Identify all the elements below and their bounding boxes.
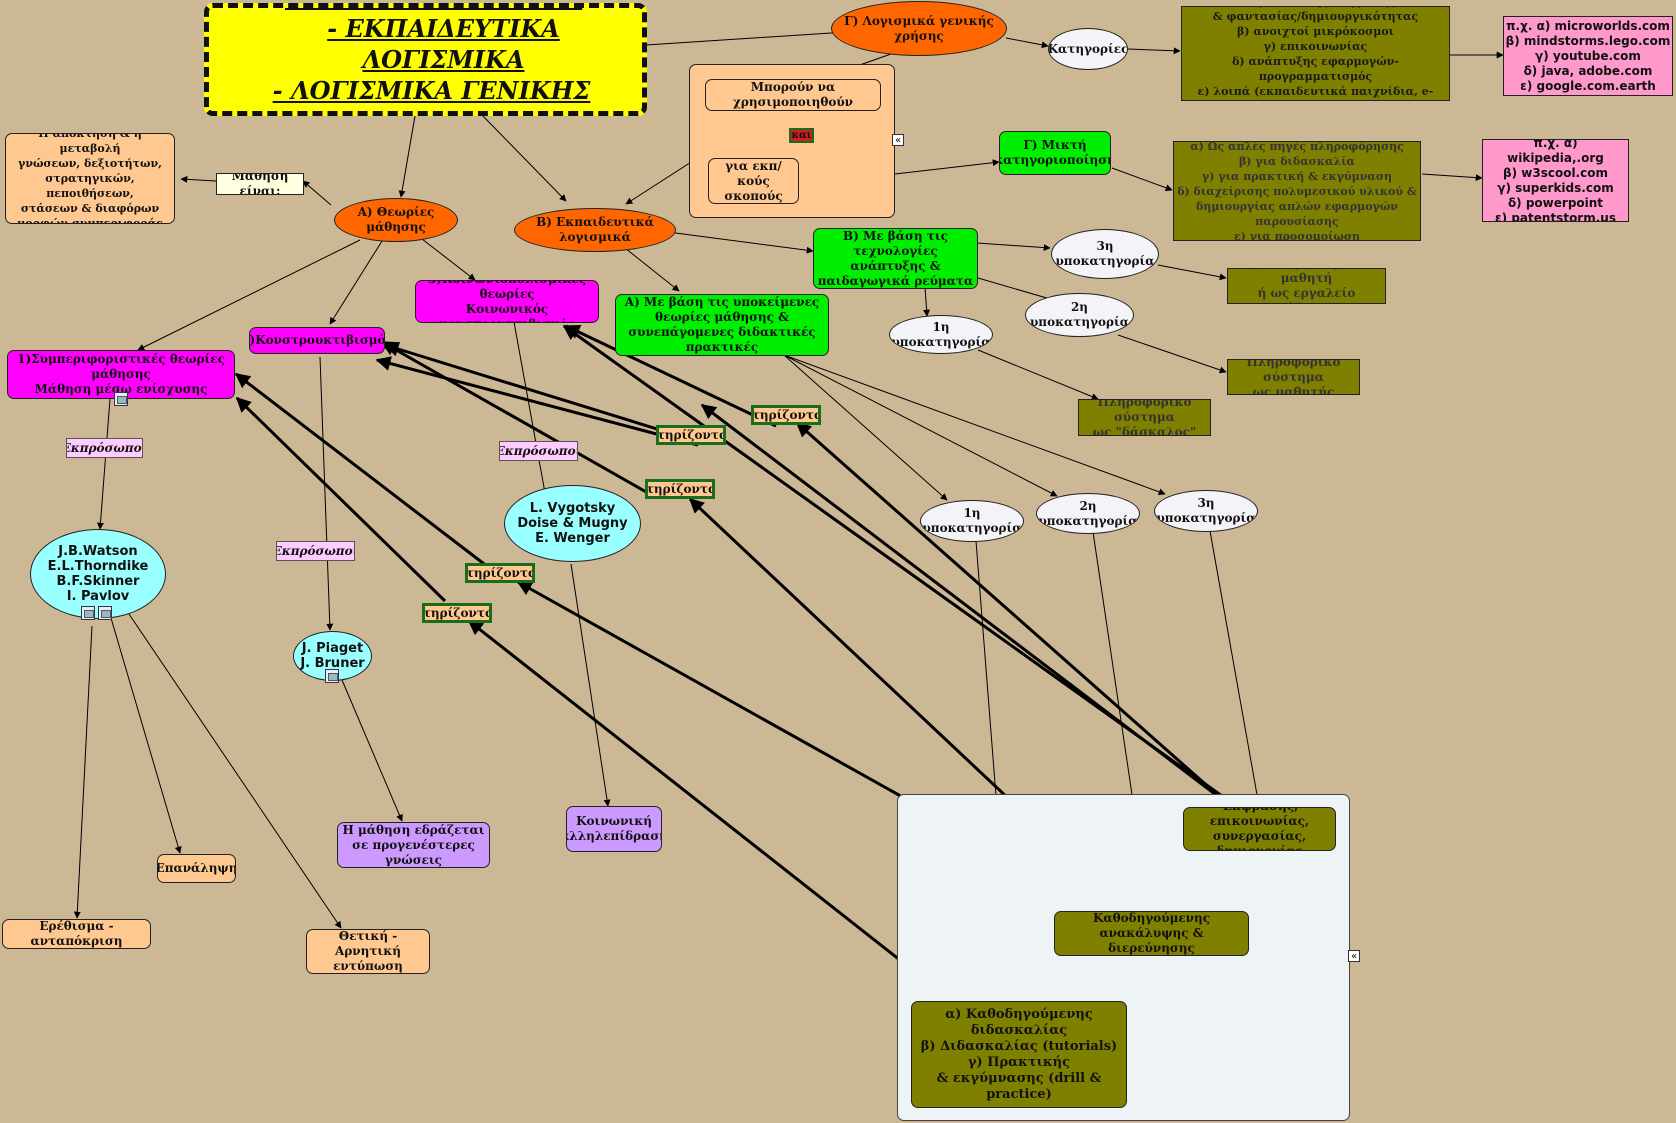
for-educational-purposes-node[interactable]: για εκπ/κούς σκοπούς bbox=[708, 158, 799, 204]
socio-theorists-node[interactable]: L. Vygotsky Doise & Mugny E. Wenger bbox=[504, 485, 641, 562]
learner-tool-node[interactable]: Ως συνεργάτης του μαθητή ή ως εργαλείο μ… bbox=[1227, 268, 1386, 304]
mixed-examples-node[interactable]: π.χ. α) wikipedia,.org β) w3scool.com γ)… bbox=[1482, 139, 1629, 222]
supported-by-label[interactable]: στηρίζονται bbox=[656, 425, 726, 445]
info-system-teacher-node[interactable]: Πληροφορικό σύστημα ως "δάσκαλος" bbox=[1078, 399, 1211, 436]
collapse-icon[interactable]: « bbox=[892, 134, 904, 146]
supported-by-label[interactable]: στηρίζονται bbox=[645, 479, 715, 499]
supported-by-label[interactable]: στηρίζονται bbox=[465, 563, 535, 583]
main-title: - ΘΕΩΡΙΕΣ ΜΑΘΗΣΗΣ - ΕΚΠΑΙΔΕΥΤΙΚΑ ΛΟΓΙΣΜΙ… bbox=[204, 3, 647, 116]
positive-negative-impression-node[interactable]: Θετική - Αρνητική εντύπωση bbox=[306, 929, 430, 974]
and-connector-label[interactable]: και bbox=[789, 128, 814, 143]
third-subcategory-top[interactable]: 3η υποκατηγορία bbox=[1051, 229, 1159, 279]
tutorial-node[interactable]: α) Καθοδηγούμενης διδασκαλίας β) Διδασκα… bbox=[911, 1001, 1127, 1108]
expression-node[interactable]: Έκφρασης, επικοινωνίας, συνεργασίας, δημ… bbox=[1183, 807, 1336, 851]
learning-theories-node[interactable]: Α) Θεωρίες μάθησης bbox=[334, 198, 458, 242]
first-subcategory-top[interactable]: 1η υποκατηγορία bbox=[889, 315, 993, 354]
collapse-icon[interactable]: « bbox=[1348, 950, 1360, 962]
categories-node[interactable]: Κατηγορίες bbox=[1048, 28, 1128, 70]
attachment-icon[interactable] bbox=[325, 669, 339, 683]
representatives-label-1[interactable]: Εκπρόσωποι bbox=[66, 438, 143, 458]
categories-list-node[interactable]: α)Προσωπικής έκφρασης & φαντασίας/δημιου… bbox=[1181, 6, 1450, 101]
prior-knowledge-node[interactable]: Η μάθηση εδράζεται σε προγενέστερες γνώσ… bbox=[337, 822, 490, 868]
title-line-1: - ΘΕΩΡΙΕΣ ΜΑΘΗΣΗΣ bbox=[221, 8, 582, 13]
social-interaction-node[interactable]: Κοινωνική αλληλεπίδραση bbox=[566, 806, 662, 852]
representatives-label-2[interactable]: Εκπρόσωποι bbox=[276, 541, 355, 561]
mixed-categorization-node[interactable]: Γ) Μικτή κατηγοριοποίηση bbox=[999, 131, 1111, 175]
representatives-label-3[interactable]: Εκπρόσωποι bbox=[499, 441, 578, 461]
second-subcategory-top[interactable]: 2η υποκατηγορία bbox=[1025, 293, 1134, 337]
social-constructivism-node[interactable]: 3)Κοινωνιοπολισμικές θεωρίες Κοινωνικός … bbox=[415, 280, 599, 323]
second-subcategory-mid[interactable]: 2η υποκατηγορία bbox=[1036, 493, 1140, 534]
repetition-node[interactable]: Επανάληψη bbox=[157, 854, 236, 883]
image-icon[interactable] bbox=[98, 606, 112, 620]
image-icon[interactable] bbox=[81, 606, 95, 620]
mixed-list-node[interactable]: α) Ως απλές πηγές πληροφόρησης β) για δι… bbox=[1173, 141, 1421, 241]
learning-is-label[interactable]: Μάθηση είναι: bbox=[216, 173, 304, 195]
info-system-student-node[interactable]: Πληροφορικό σύστημα ως μαθητής bbox=[1227, 359, 1360, 395]
tech-based-node[interactable]: Β) Με βάση τις τεχνολογίες ανάπτυξης & π… bbox=[813, 228, 978, 289]
constructivism-node[interactable]: 2)Κονστρουκτιβισμός bbox=[249, 327, 385, 354]
educational-software-node[interactable]: Β) Εκπαιδευτικά λογισμικά bbox=[514, 208, 676, 252]
stimulus-response-node[interactable]: Ερέθισμα - ανταπόκριση bbox=[2, 919, 151, 949]
supported-by-label[interactable]: στηρίζονται bbox=[422, 603, 492, 623]
guided-discovery-node[interactable]: Καθοδηγούμενης ανακάλυψης & διερεύνησης bbox=[1054, 911, 1249, 956]
can-be-used-node[interactable]: Μπορούν να χρησιμοποιηθούν bbox=[705, 79, 881, 111]
third-subcategory-mid[interactable]: 3η υποκατηγορία bbox=[1154, 490, 1258, 532]
general-software-node[interactable]: Γ) Λογισμικά γενικής χρήσης bbox=[831, 1, 1007, 56]
theory-based-node[interactable]: Α) Με βάση τις υποκείμενες θεωρίες μάθησ… bbox=[615, 294, 829, 356]
general-examples-node[interactable]: π.χ. α) microworlds.com β) mindstorms.le… bbox=[1503, 16, 1673, 96]
learning-definition-node[interactable]: Η απόκτηση & η μεταβολή γνώσεων, δεξιοτή… bbox=[5, 133, 175, 224]
title-line-2: - ΕΚΠΑΙΔΕΥΤΙΚΑ ΛΟΓΙΣΜΙΚΑ bbox=[327, 14, 560, 74]
attachment-icon[interactable] bbox=[114, 392, 128, 406]
supported-by-label[interactable]: στηρίζονται bbox=[751, 405, 821, 425]
first-subcategory-mid[interactable]: 1η υποκατηγορία bbox=[920, 500, 1024, 542]
title-line-3: - ΛΟΓΙΣΜΙΚΑ ΓΕΝΙΚΗΣ ΧΡΗΣΗΣ bbox=[272, 76, 591, 111]
